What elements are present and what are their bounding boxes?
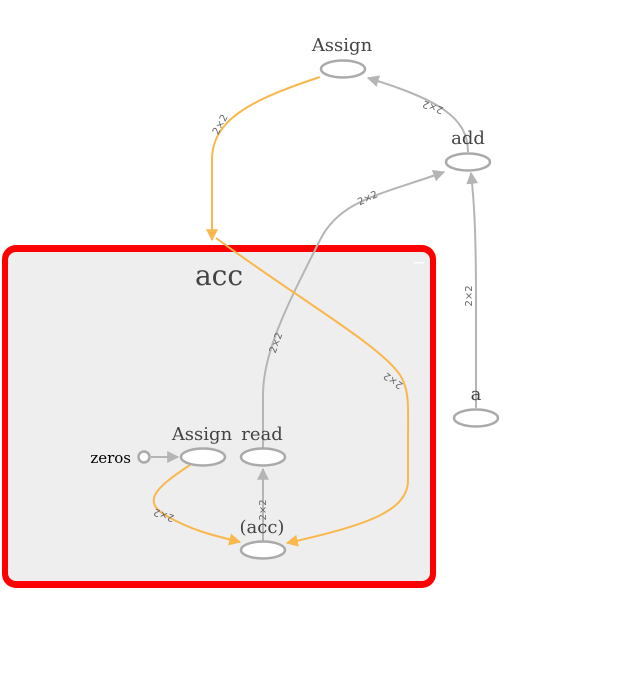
acc-group-label: acc: [195, 259, 243, 292]
edge-label-assign-top-to-acc: 2×2: [211, 113, 231, 137]
edge-assign-top-to-acc-var[interactable]: [215, 237, 410, 547]
node-a[interactable]: a: [452, 384, 500, 428]
variable-ellipse[interactable]: [239, 540, 287, 560]
node-label-read: read: [241, 424, 283, 445]
edge-label-acc-to-read: 2×2: [258, 499, 269, 520]
edge-label-a-to-add: 2×2: [464, 285, 475, 306]
node-label-add: add: [451, 128, 485, 149]
acc-group[interactable]: acc −: [2, 245, 436, 588]
node-label-assign-top: Assign: [311, 35, 373, 56]
op-ellipse[interactable]: [452, 408, 500, 428]
op-ellipse[interactable]: [239, 447, 287, 467]
collapse-icon[interactable]: −: [412, 253, 425, 272]
node-label-acc-var: (acc): [240, 517, 285, 538]
node-label-assign-inner: Assign: [171, 424, 233, 445]
acc-group-body: [8, 252, 430, 581]
edge-read-to-add[interactable]: [262, 170, 446, 450]
edge-assign-top-to-acc[interactable]: [206, 76, 321, 242]
node-assign-inner[interactable]: Assign: [171, 424, 233, 467]
op-ellipse[interactable]: [319, 59, 367, 79]
constant-node[interactable]: [137, 450, 151, 464]
op-ellipse[interactable]: [444, 152, 492, 172]
edge-a-to-add[interactable]: [466, 171, 479, 408]
edge-label-add-to-assign-top: 2×2: [421, 98, 445, 116]
node-add[interactable]: add: [444, 128, 492, 172]
node-acc-var[interactable]: (acc): [239, 517, 287, 560]
node-assign-top[interactable]: Assign: [311, 35, 373, 79]
node-label-a: a: [471, 384, 482, 405]
edge-assign-inner-to-acc-var[interactable]: [152, 464, 242, 546]
node-label-zeros: zeros: [90, 449, 131, 467]
edge-add-to-assign-top[interactable]: [366, 75, 469, 153]
node-read[interactable]: read: [239, 424, 287, 467]
node-zeros[interactable]: zeros: [90, 449, 151, 467]
op-ellipse[interactable]: [179, 447, 227, 467]
edge-label-read-to-add: 2×2: [356, 189, 380, 208]
edges: [151, 75, 479, 547]
